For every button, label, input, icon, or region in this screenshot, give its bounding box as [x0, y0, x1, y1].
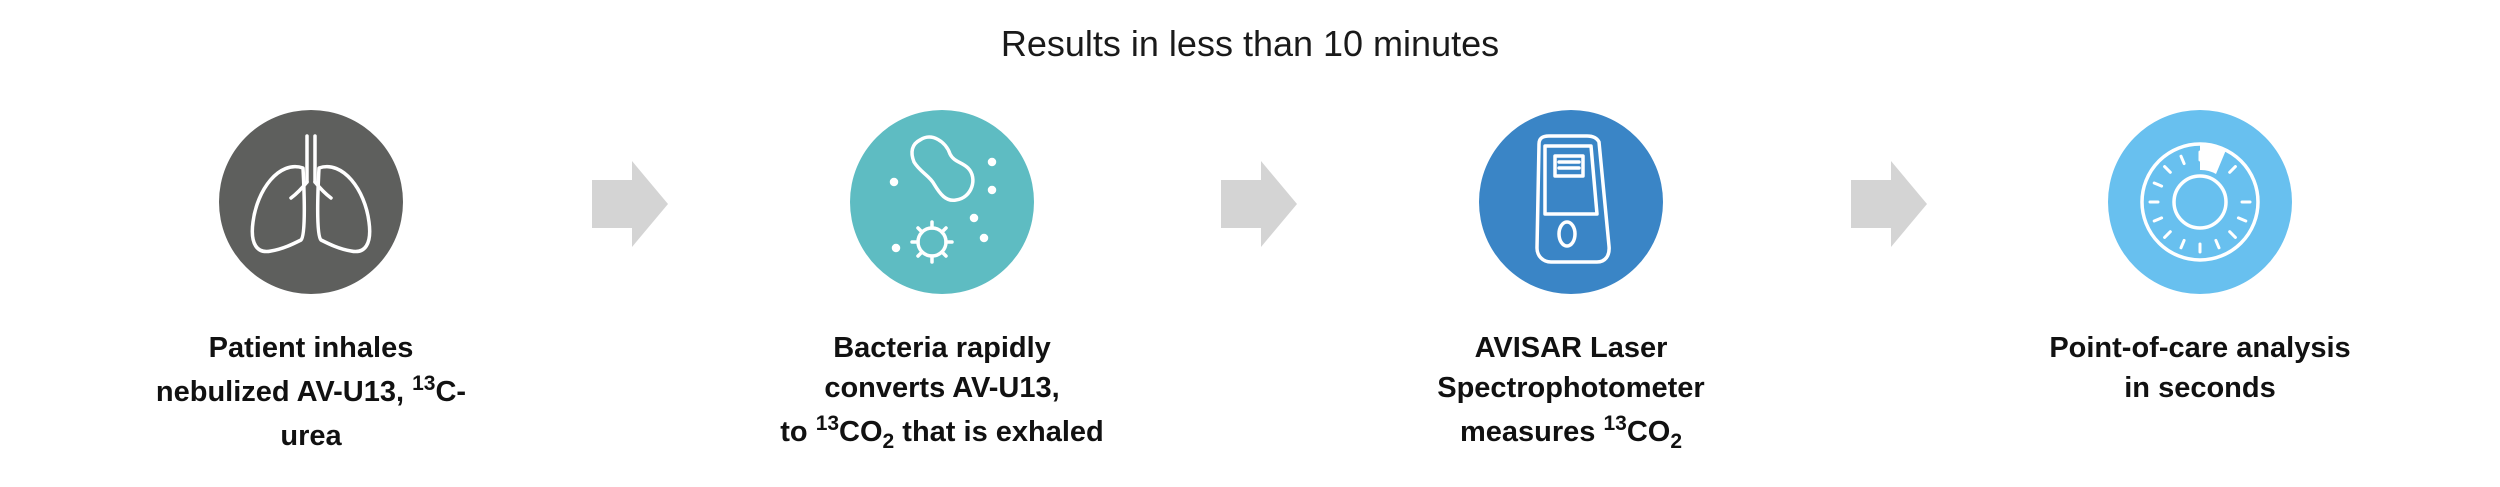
caption-line: Patient inhales [208, 332, 414, 364]
caption-text: to [780, 416, 816, 448]
caption-line: nebulized AV-U13, 13C- [101, 368, 521, 416]
superscript: 13 [412, 372, 436, 395]
lungs-icon [219, 110, 403, 294]
caption-text: CO [839, 416, 883, 448]
caption-line: AVISAR Laser [1474, 332, 1668, 364]
step-point-of-care: Point-of-care analysis in seconds [1990, 110, 2410, 408]
caption-text: nebulized AV-U13, [155, 376, 413, 408]
step-bacteria-converts: Bacteria rapidly converts AV-U13, to 13C… [732, 110, 1152, 456]
caption-line: Point-of-care analysis [2049, 332, 2351, 364]
bacteria-icon [850, 110, 1034, 294]
step-caption: AVISAR Laser Spectrophotometer measures … [1361, 328, 1781, 456]
step-caption: Point-of-care analysis in seconds [1990, 328, 2410, 408]
step-caption: Bacteria rapidly converts AV-U13, to 13C… [732, 328, 1152, 456]
caption-line: in seconds [2124, 372, 2276, 404]
caption-text: C- [435, 376, 467, 408]
caption-line: converts AV-U13, [824, 372, 1060, 404]
caption-line: measures 13CO2 [1361, 408, 1781, 456]
caption-line: to 13CO2 that is exhaled [732, 408, 1152, 456]
caption-text: measures [1459, 416, 1604, 448]
caption-line: Bacteria rapidly [833, 332, 1051, 364]
subscript: 2 [882, 430, 895, 453]
step-caption: Patient inhales nebulized AV-U13, 13C- u… [101, 328, 521, 456]
diagram-title: Results in less than 10 minutes [1000, 23, 1500, 64]
caption-text: that is exhaled [894, 416, 1104, 448]
superscript: 13 [1603, 412, 1627, 435]
step-patient-inhales: Patient inhales nebulized AV-U13, 13C- u… [101, 110, 521, 456]
arrow-icon [592, 161, 668, 247]
timer-icon [2108, 110, 2292, 294]
step-spectrophotometer: AVISAR Laser Spectrophotometer measures … [1361, 110, 1781, 456]
subscript: 2 [1670, 430, 1683, 453]
spectrophotometer-icon [1479, 110, 1663, 294]
superscript: 13 [815, 412, 840, 435]
caption-line: Spectrophotometer [1437, 372, 1705, 404]
caption-text: CO [1626, 416, 1671, 448]
arrow-icon [1851, 161, 1927, 247]
arrow-icon [1221, 161, 1297, 247]
caption-line: urea [280, 420, 342, 452]
